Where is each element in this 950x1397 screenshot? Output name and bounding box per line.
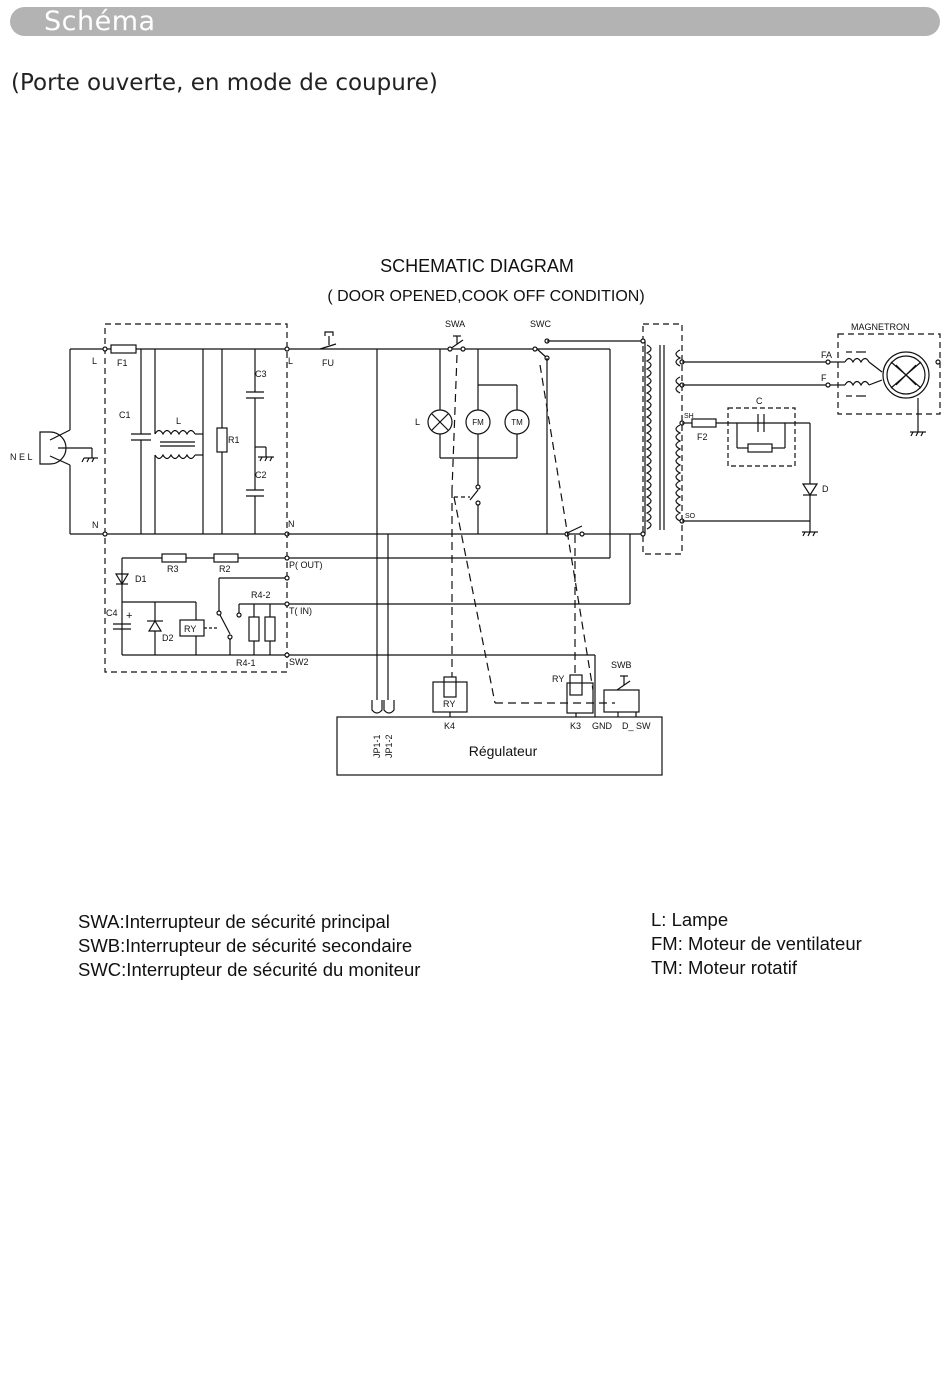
label-k3: K3 — [570, 721, 581, 731]
controller-box — [336, 716, 663, 776]
label-nel: N E L — [10, 452, 33, 462]
legend-item: SWB:Interrupteur de sécurité secondaire — [78, 935, 413, 956]
label-c1: C1 — [119, 410, 131, 420]
resistor-r1 — [216, 427, 228, 453]
label-so: SO — [685, 513, 696, 520]
legend-item: SWA:Interrupteur de sécurité principal — [78, 911, 390, 932]
hv-diode — [801, 483, 819, 497]
filter-board-outline — [104, 323, 288, 673]
label-r2: R2 — [219, 564, 231, 574]
label-fa: FA — [821, 350, 832, 360]
relay-coil-k3 — [569, 674, 583, 696]
label-l-choke: L — [176, 416, 181, 426]
label-r4-2: R4-2 — [251, 590, 271, 600]
label-r4-1: R4-1 — [236, 658, 256, 668]
label-fu: FU — [322, 358, 334, 368]
label-ry2: RY — [443, 699, 455, 709]
label-ry3: RY — [552, 674, 564, 684]
label-l-right: L — [288, 356, 293, 366]
label-d1: D1 — [135, 574, 147, 584]
label-sh: SH — [684, 413, 694, 420]
label-jp1-1: JP1-1 — [372, 734, 382, 758]
label-ry1: RY — [184, 624, 196, 634]
zener-d2 — [147, 619, 163, 632]
label-p-out: P( OUT) — [289, 560, 323, 570]
label-t-in: T( IN) — [289, 606, 312, 616]
choke-inductor — [154, 429, 196, 436]
label-plus: + — [126, 610, 132, 622]
label-swa: SWA — [445, 319, 465, 329]
legend-item: L: Lampe — [651, 909, 729, 930]
fuse-f2 — [691, 418, 717, 428]
header-bar: Schéma — [10, 7, 940, 36]
label-d-sw: D_ SW — [622, 721, 651, 731]
label-c2: C2 — [255, 470, 267, 480]
legend-components: L: Lampe FM: Moteur de ventilateur TM: M… — [651, 908, 862, 980]
resistor-r4-1 — [248, 616, 260, 642]
legend-item: FM: Moteur de ventilateur — [651, 933, 862, 954]
label-lamp: L — [415, 417, 420, 427]
label-f2: F2 — [697, 432, 708, 442]
label-k4: K4 — [444, 721, 455, 731]
label-d2: D2 — [162, 633, 174, 643]
magnetron-outline — [837, 333, 941, 415]
label-c: C — [756, 396, 763, 406]
label-r1: R1 — [228, 435, 240, 445]
label-c4: C4 — [106, 608, 118, 618]
resistor-r2 — [213, 553, 239, 563]
label-r3: R3 — [167, 564, 179, 574]
diagram-condition: ( DOOR OPENED,COOK OFF CONDITION) — [327, 288, 644, 305]
label-d: D — [822, 484, 829, 494]
label-l-left: L — [92, 356, 97, 366]
label-sw2: SW2 — [289, 657, 309, 667]
label-f1: F1 — [117, 358, 128, 368]
label-n-right: N — [288, 519, 295, 529]
transformer-primary — [645, 344, 652, 530]
diagram-title: SCHEMATIC DIAGRAM — [380, 256, 574, 276]
transformer-outline — [642, 323, 683, 555]
label-controller: Régulateur — [469, 743, 538, 759]
legend-item: TM: Moteur rotatif — [651, 957, 797, 978]
label-f: F — [821, 373, 827, 383]
resistor-r3 — [161, 553, 187, 563]
legend-item: SWC:Interrupteur de sécurité du moniteur — [78, 959, 421, 980]
resistor-r4-2 — [264, 616, 276, 642]
label-n-left: N — [92, 520, 99, 530]
page-subtitle: (Porte ouverte, en mode de coupure) — [11, 70, 438, 96]
label-fm: FM — [472, 418, 484, 427]
label-swc: SWC — [530, 319, 551, 329]
header-title: Schéma — [44, 6, 156, 37]
label-gnd: GND — [592, 721, 613, 731]
label-jp1-2: JP1-2 — [384, 734, 394, 758]
label-swb: SWB — [611, 660, 632, 670]
label-c3: C3 — [255, 369, 267, 379]
schematic-diagram: SCHEMATIC DIAGRAM ( DOOR OPENED,COOK OFF… — [10, 256, 941, 776]
legend-switches: SWA:Interrupteur de sécurité principal S… — [78, 910, 420, 982]
diode-d1 — [114, 573, 130, 586]
label-tm: TM — [511, 418, 523, 427]
plug-icon — [39, 431, 67, 465]
label-magnetron: MAGNETRON — [851, 322, 910, 332]
fuse-f1 — [110, 344, 137, 354]
relay-coil-k4 — [443, 676, 457, 698]
